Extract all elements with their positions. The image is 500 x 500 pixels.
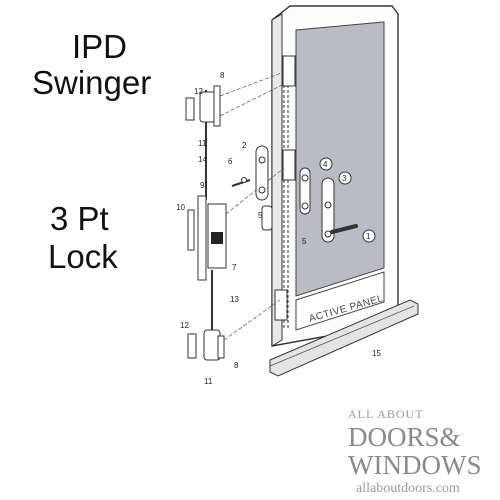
callout-5b: 5 [302,237,307,246]
watermark-line-2: DOORS& [348,422,461,452]
top-rod-8 [213,85,221,127]
callout-15: 15 [372,349,381,358]
callout-labels: 1 2 3 4 5 5 6 7 8 8 9 10 11 11 12 12 13 … [176,71,381,386]
door-frame-edge [271,13,283,347]
callout-7: 7 [232,263,237,272]
heading-line-4: Lock [48,238,118,275]
faceplate-9 [197,195,207,281]
callout-4: 4 [323,160,328,169]
callout-9: 9 [200,181,205,190]
watermark-line-3: WINDOWS [348,450,481,480]
brand-watermark: ALL ABOUT DOORS& WINDOWS allaboutdoors.c… [348,407,481,496]
callout-8a: 8 [220,71,225,80]
callout-14: 14 [198,155,207,164]
active-panel [295,271,385,331]
watermark-line-1: ALL ABOUT [348,407,424,421]
spacer-10 [187,209,195,251]
callout-8b: 8 [234,361,239,370]
bottom-strike [274,289,288,321]
bottom-guide-12 [187,333,197,359]
watermark-url: allaboutdoors.com [356,481,460,496]
handle-1 [330,224,358,234]
bottom-rod-8 [217,335,225,359]
callout-10: 10 [176,203,185,212]
heading-line-3: 3 Pt [50,200,109,237]
callout-1: 1 [366,232,371,241]
callout-11a: 11 [198,139,207,148]
heading-line-2: Swinger [32,64,152,101]
top-strike [282,55,296,87]
middle-strike [282,149,296,181]
top-guide-12 [185,97,195,121]
threshold [269,299,419,377]
thumbturn-5a [261,205,273,231]
callout-6: 6 [228,157,233,166]
heading-line-1: IPD [72,28,128,65]
callout-2: 2 [242,141,247,150]
callout-13: 13 [230,295,239,304]
callout-5a: 5 [258,211,263,220]
glass-pane [295,21,385,297]
callout-12a: 12 [194,87,203,96]
callout-3: 3 [342,174,347,183]
callout-12b: 12 [180,321,189,330]
callout-11b: 11 [204,377,213,386]
escutcheon-3 [321,177,335,243]
